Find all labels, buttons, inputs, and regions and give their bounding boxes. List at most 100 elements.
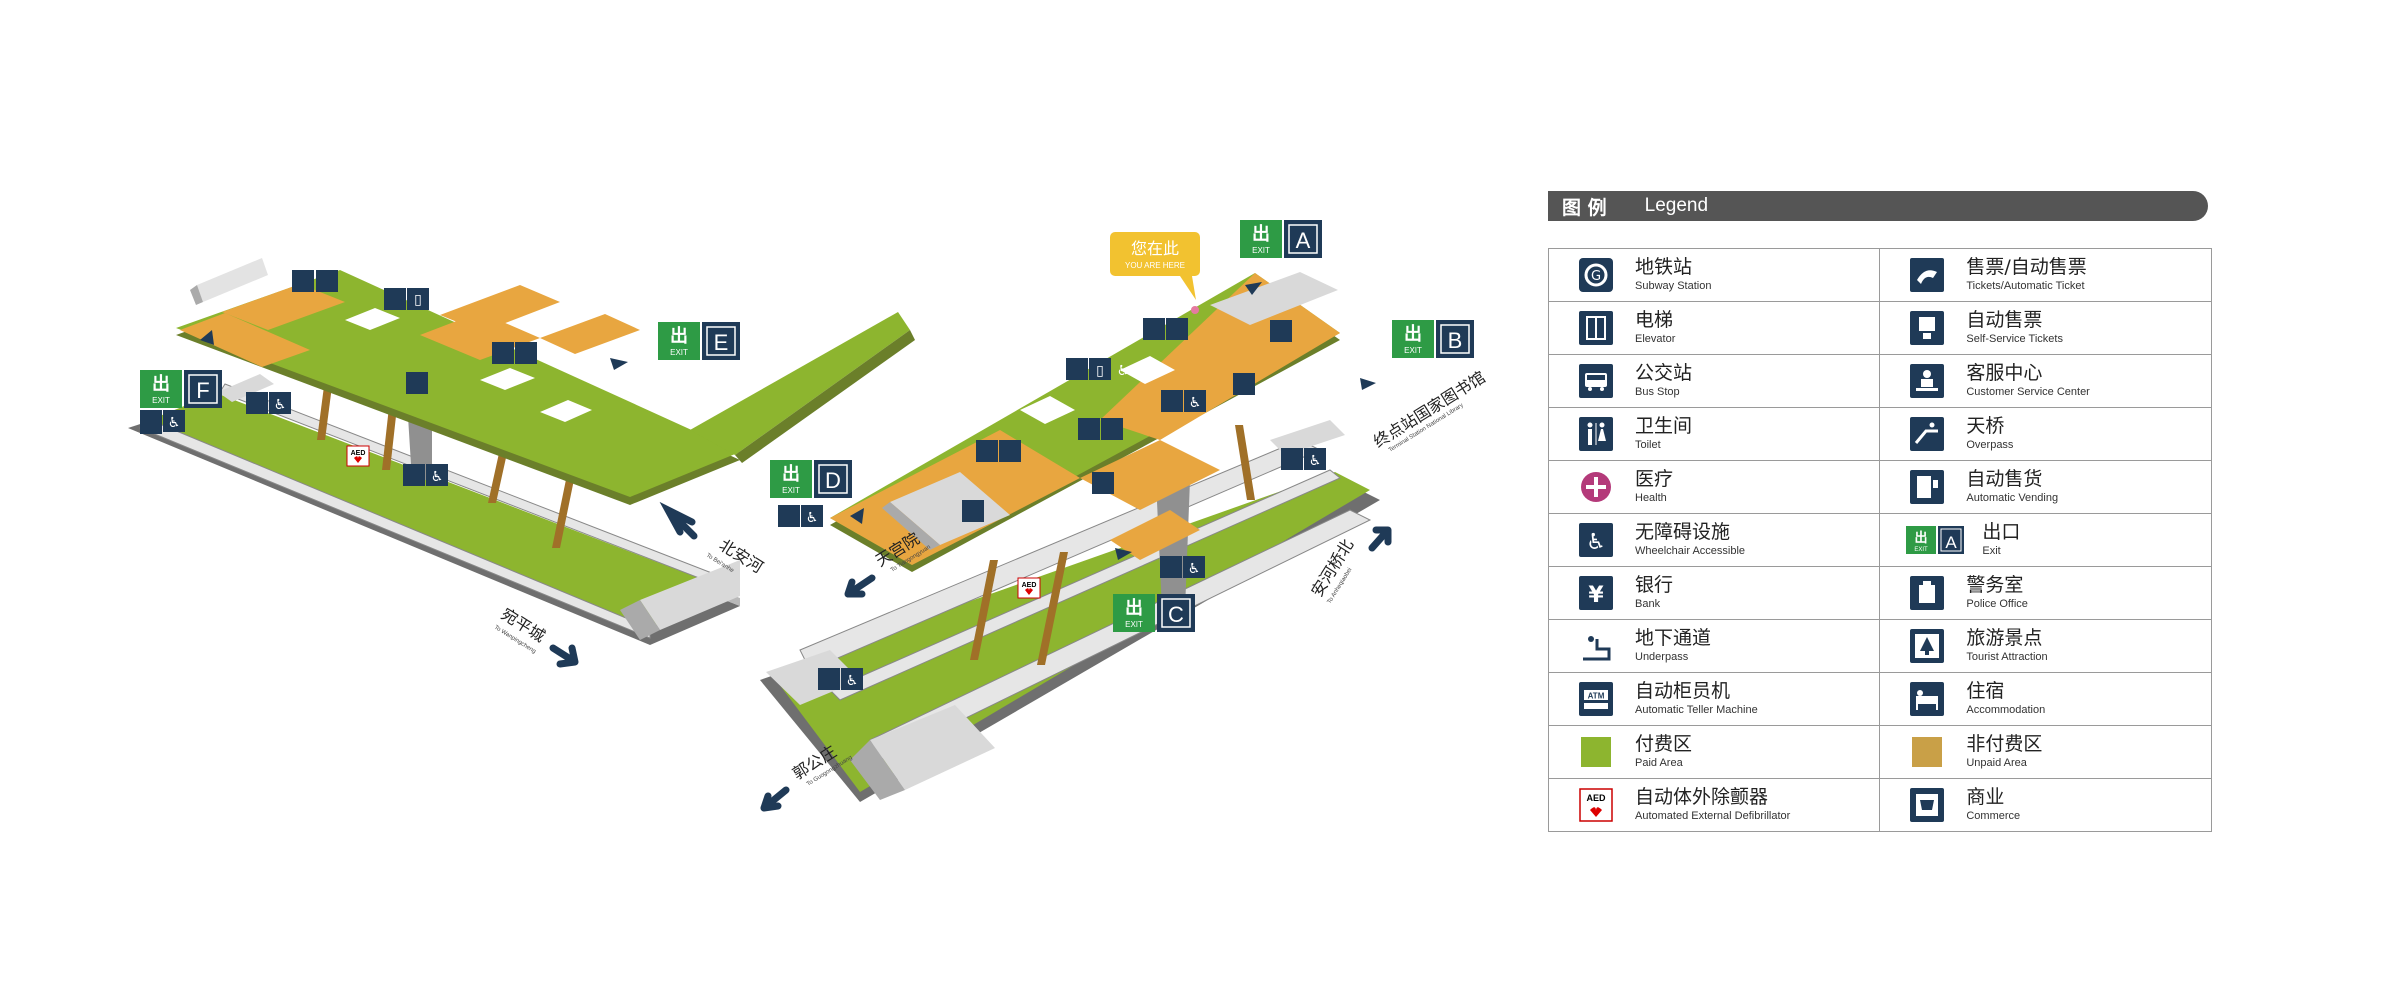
svg-text:AED: AED	[1022, 582, 1037, 589]
legend-item-cn: 卫生间	[1635, 415, 1693, 437]
legend-item-cn: 旅游景点	[1966, 627, 2043, 649]
legend-item: 医疗 Health	[1549, 461, 1879, 513]
wheelchair-icon: ♿	[1117, 363, 1130, 379]
wheelchair-icon: ♿	[274, 397, 287, 413]
wheelchair-icon: ♿	[1189, 395, 1202, 411]
exit-arrow-icon	[610, 358, 628, 370]
legend-item-cn: 商业	[1966, 786, 2005, 808]
bus-stop-icon	[1579, 364, 1613, 398]
svg-text:EXIT: EXIT	[782, 486, 800, 495]
legend-item: 旅游景点 Tourist Attraction	[1880, 620, 2211, 672]
legend-item-en: Commerce	[1966, 810, 2021, 822]
direction-yuanpingcheng: 宛平城 To Wanpingcheng	[493, 604, 579, 668]
legend-item-cn: 银行	[1635, 574, 1674, 596]
aed-badge-text: AED	[1586, 793, 1606, 803]
legend-item-en: Health	[1635, 492, 1667, 504]
paid-area-swatch	[1579, 735, 1613, 769]
legend-item-en: Bus Stop	[1635, 386, 1680, 398]
legend-item-en: Self-Service Tickets	[1966, 333, 2063, 345]
svg-text:AED: AED	[351, 450, 366, 457]
svg-text:¥: ¥	[1588, 583, 1604, 608]
customer-service-icon	[1910, 364, 1945, 398]
automatic-vending-icon	[1910, 470, 1945, 504]
svg-text:出: 出	[1252, 223, 1270, 245]
legend-item-text: 客服中心 Customer Service Center	[1966, 364, 2090, 398]
legend-item-en: Toilet	[1635, 439, 1661, 451]
legend-item-en: Customer Service Center	[1966, 386, 2090, 398]
wheelchair-icon: ♿	[1579, 523, 1613, 557]
exit-badge-cn: 出	[1915, 530, 1928, 546]
legend-item-cn: 自动柜员机	[1635, 680, 1731, 702]
toilet-icon	[1579, 417, 1613, 451]
exit-sign-c[interactable]: 出 EXIT C	[1113, 594, 1195, 632]
legend-item-cn: 自动售票	[1966, 309, 2043, 331]
exit-sign-a[interactable]: 出 EXIT A	[1240, 220, 1322, 258]
legend-item-cn: 地下通道	[1635, 627, 1712, 649]
legend-item: 卫生间 Toilet	[1549, 408, 1879, 460]
legend-item-en: Overpass	[1966, 439, 2014, 451]
wheelchair-icon: ♿	[846, 673, 859, 689]
legend-item-text: 商业 Commerce	[1966, 788, 2020, 822]
you-are-here-marker: 您在此 YOU ARE HERE	[1110, 232, 1200, 314]
svg-text:EXIT: EXIT	[1252, 246, 1270, 255]
atm-badge-text: ATM	[1588, 692, 1605, 701]
exit-badge-letter: A	[1946, 533, 1958, 552]
svg-text:C: C	[1168, 602, 1184, 627]
exit-sign-d[interactable]: 出 EXIT D	[770, 460, 852, 498]
legend-item: 付费区 Paid Area	[1549, 726, 1879, 778]
legend-item-text: 自动售票 Self-Service Tickets	[1966, 311, 2063, 345]
exit-sign-f[interactable]: 出 EXIT F	[140, 370, 222, 408]
legend-item-en: Tourist Attraction	[1966, 651, 2048, 663]
atm-icon: ATM	[1579, 682, 1613, 716]
exit-sign-b[interactable]: 出 EXIT B	[1392, 320, 1474, 358]
svg-text:出: 出	[670, 325, 688, 347]
legend-item-cn: 付费区	[1635, 733, 1693, 755]
right-station-block	[760, 272, 1380, 802]
svg-text:♿: ♿	[1586, 530, 1606, 555]
exit-sign-e[interactable]: 出 EXIT E	[658, 322, 740, 360]
direction-terminal: 终点站国家图书馆 Terminal Station National Libra…	[1370, 367, 1489, 453]
svg-text:E: E	[714, 330, 729, 355]
svg-text:B: B	[1448, 328, 1463, 353]
exit-arrow-icon	[850, 508, 864, 524]
legend-cell: 商业 Commerce	[1879, 778, 2212, 832]
legend-item-cn: 电梯	[1635, 309, 1674, 331]
elevator-icon	[1579, 311, 1613, 345]
legend-item-en: Paid Area	[1635, 757, 1683, 769]
svg-text:A: A	[1296, 228, 1311, 253]
legend-item-cn: 自动售货	[1966, 468, 2043, 490]
legend-cell: 自动售票 Self-Service Tickets	[1879, 301, 2212, 355]
legend-title-en: Legend	[1644, 195, 1709, 216]
legend-item-cn: 客服中心	[1966, 362, 2043, 384]
aed-marker-right: AED	[1017, 577, 1041, 599]
legend-item-en: Subway Station	[1635, 280, 1712, 292]
legend-item-text: 卫生间 Toilet	[1635, 417, 1692, 451]
exit-arrow-icon	[1360, 378, 1376, 390]
legend-item-cn: 医疗	[1635, 468, 1674, 490]
